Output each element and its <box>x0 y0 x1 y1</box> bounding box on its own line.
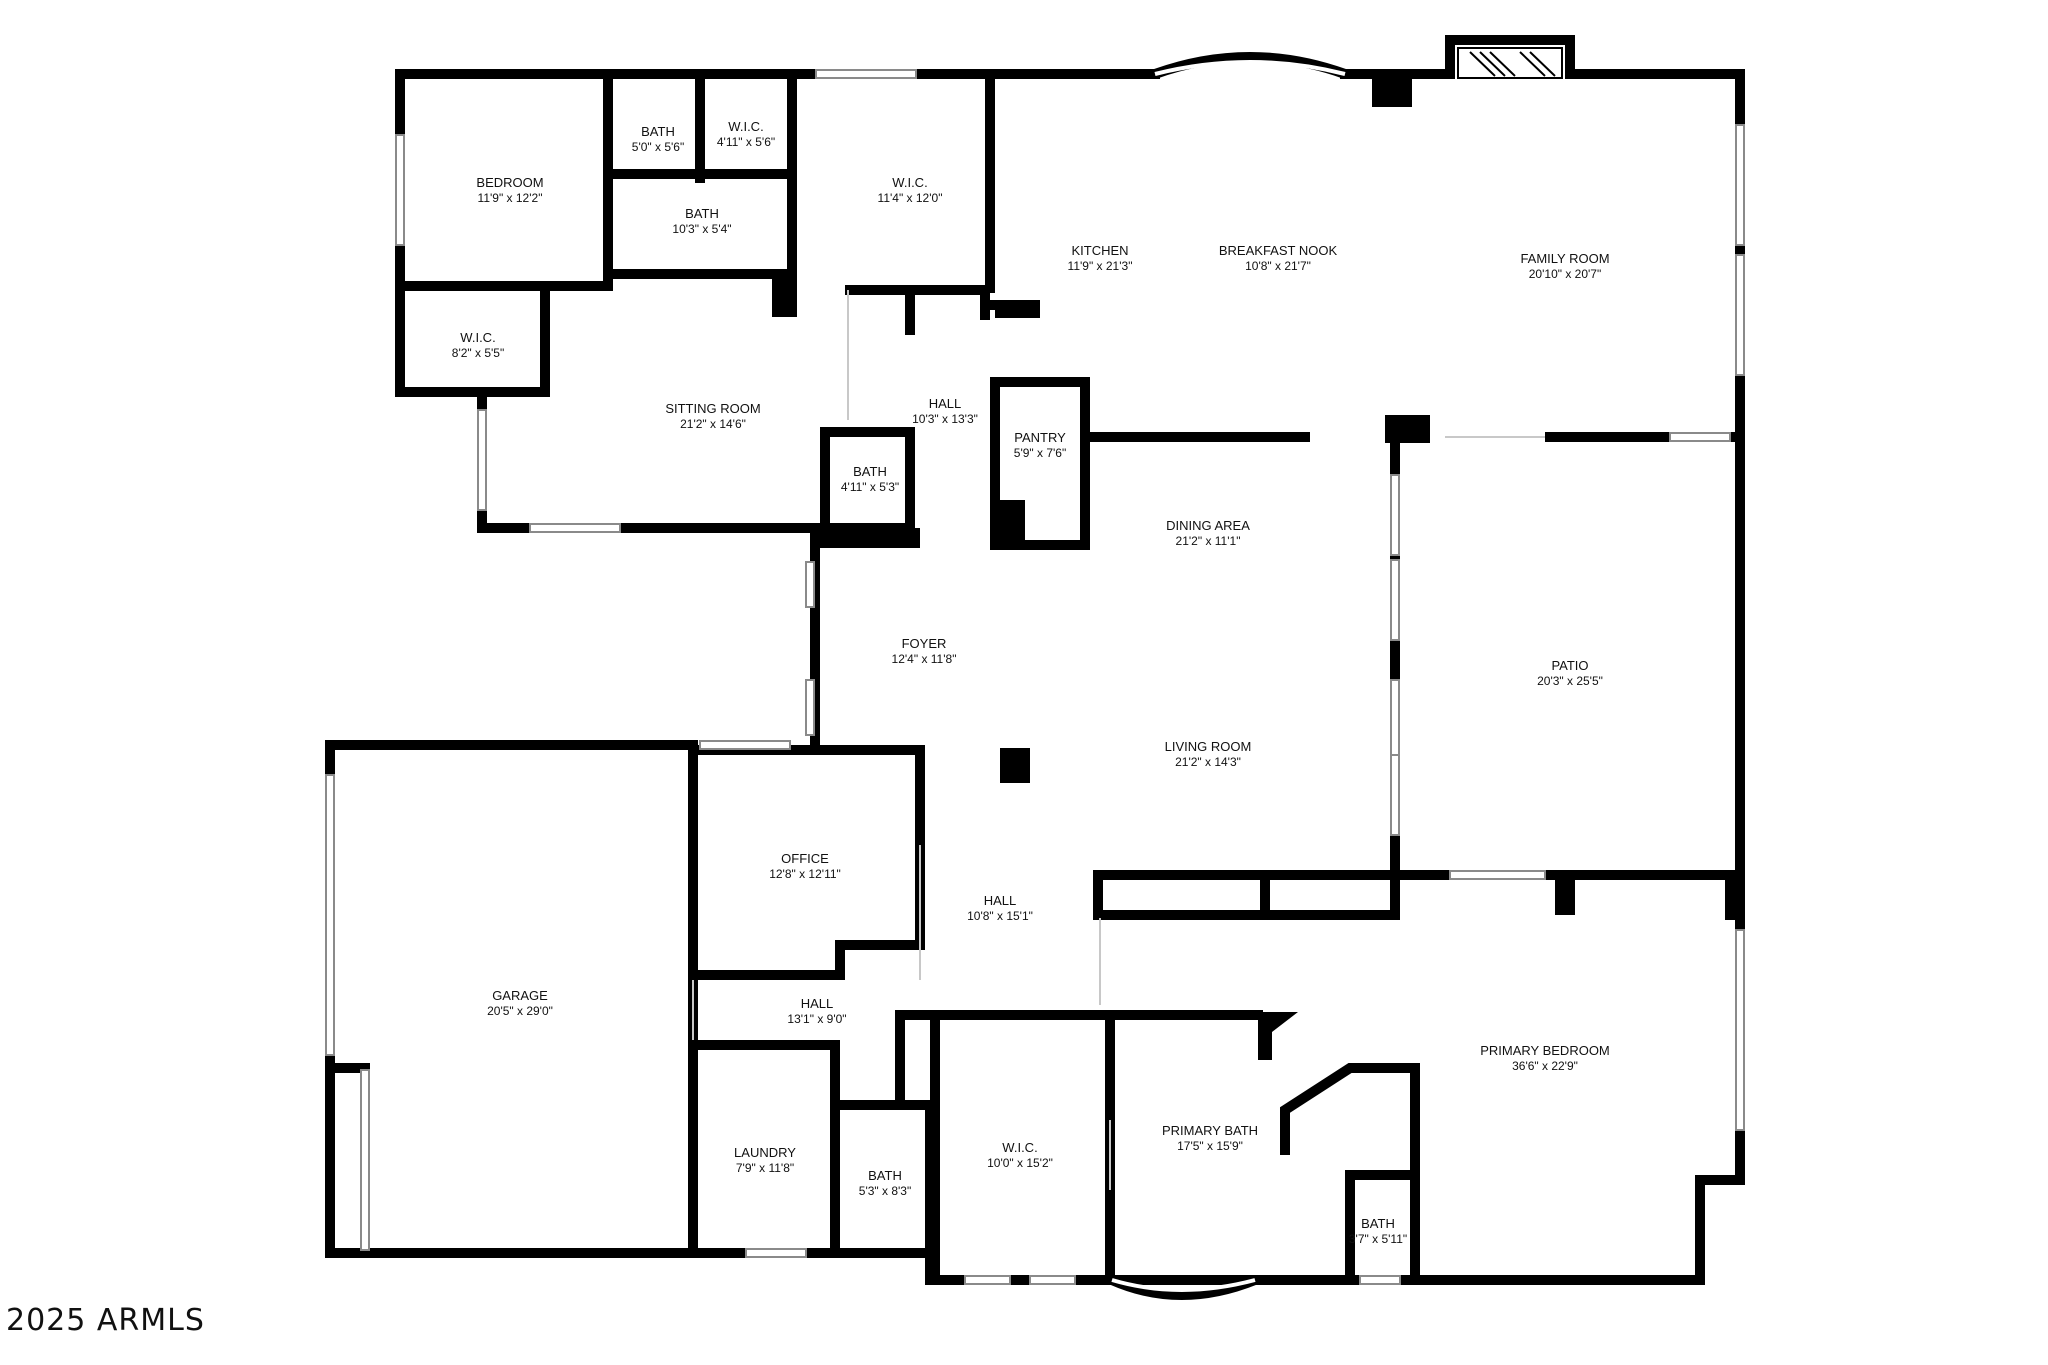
room-name: PANTRY <box>1014 430 1066 445</box>
room-name: HALL <box>929 396 962 411</box>
room-name: FOYER <box>902 636 947 651</box>
room-dimensions: 10'8" x 21'7" <box>1245 259 1311 273</box>
bay-windows <box>1109 52 1347 1300</box>
room-name: OFFICE <box>781 851 829 866</box>
room-name: KITCHEN <box>1071 243 1128 258</box>
room-name: W.I.C. <box>1002 1140 1037 1155</box>
room-dimensions: 13'1" x 9'0" <box>787 1012 846 1026</box>
room-dimensions: 20'3" x 25'5" <box>1537 674 1603 688</box>
room-dimensions: 10'0" x 15'2" <box>987 1156 1053 1170</box>
room-dimensions: 21'2" x 14'3" <box>1175 755 1241 769</box>
room-name: W.I.C. <box>460 330 495 345</box>
room-dimensions: 8'2" x 5'5" <box>452 346 504 360</box>
fireplace <box>1457 47 1563 79</box>
room-dimensions: 12'8" x 12'11" <box>769 867 841 881</box>
room-name: BATH <box>1361 1216 1395 1231</box>
room-name: GARAGE <box>492 988 548 1003</box>
room-name: LIVING ROOM <box>1165 739 1252 754</box>
walls <box>325 35 1745 1285</box>
room-name: W.I.C. <box>728 119 763 134</box>
room-dimensions: 21'2" x 11'1" <box>1176 534 1241 548</box>
room-name: DINING AREA <box>1166 518 1250 533</box>
room-dimensions: 21'2" x 14'6" <box>680 417 746 431</box>
room-dimensions: 3'7" x 5'11" <box>1349 1232 1407 1246</box>
room-name: LAUNDRY <box>734 1145 796 1160</box>
room-dimensions: 5'0" x 5'6" <box>632 140 684 154</box>
room-dimensions: 10'3" x 13'3" <box>912 412 978 426</box>
room-dimensions: 4'11" x 5'3" <box>841 480 899 494</box>
room-name: HALL <box>984 893 1017 908</box>
room-dimensions: 11'9" x 12'2" <box>478 191 543 205</box>
room-dimensions: 20'5" x 29'0" <box>487 1004 553 1018</box>
room-wic-small: W.I.C.4'11" x 5'6" <box>717 119 775 149</box>
room-name: PATIO <box>1551 658 1588 673</box>
room-name: BREAKFAST NOOK <box>1219 243 1338 258</box>
room-wic-primary: W.I.C.10'0" x 15'2" <box>987 1140 1053 1170</box>
room-name: PRIMARY BATH <box>1162 1123 1258 1138</box>
room-dimensions: 5'9" x 7'6" <box>1014 446 1066 460</box>
room-dimensions: 11'4" x 12'0" <box>878 191 943 205</box>
room-name: BATH <box>868 1168 902 1183</box>
room-name: BATH <box>853 464 887 479</box>
room-name: W.I.C. <box>892 175 927 190</box>
room-name: FAMILY ROOM <box>1520 251 1609 266</box>
room-name: BATH <box>685 206 719 221</box>
windows <box>325 69 1745 1285</box>
room-dimensions: 12'4" x 11'8" <box>892 652 957 666</box>
room-name: PRIMARY BEDROOM <box>1480 1043 1610 1058</box>
room-dimensions: 7'9" x 11'8" <box>736 1161 794 1175</box>
room-dimensions: 10'8" x 15'1" <box>967 909 1033 923</box>
room-wic-large: W.I.C.11'4" x 12'0" <box>878 175 943 205</box>
room-dimensions: 11'9" x 21'3" <box>1068 259 1133 273</box>
room-dimensions: 10'3" x 5'4" <box>672 222 731 236</box>
wall-blocks <box>772 72 1745 1060</box>
room-dimensions: 20'10" x 20'7" <box>1529 267 1602 281</box>
room-name: BEDROOM <box>476 175 543 190</box>
copyright-watermark: 2025 ARMLS <box>6 1303 205 1338</box>
room-name: BATH <box>641 124 675 139</box>
room-dimensions: 17'5" x 15'9" <box>1177 1139 1243 1153</box>
room-name: SITTING ROOM <box>665 401 760 416</box>
room-dimensions: 5'3" x 8'3" <box>859 1184 911 1198</box>
room-name: HALL <box>801 996 834 1011</box>
room-dimensions: 4'11" x 5'6" <box>717 135 775 149</box>
room-dimensions: 36'6" x 22'9" <box>1512 1059 1578 1073</box>
door-openings <box>692 290 1545 1190</box>
room-wic-left: W.I.C.8'2" x 5'5" <box>452 330 504 360</box>
